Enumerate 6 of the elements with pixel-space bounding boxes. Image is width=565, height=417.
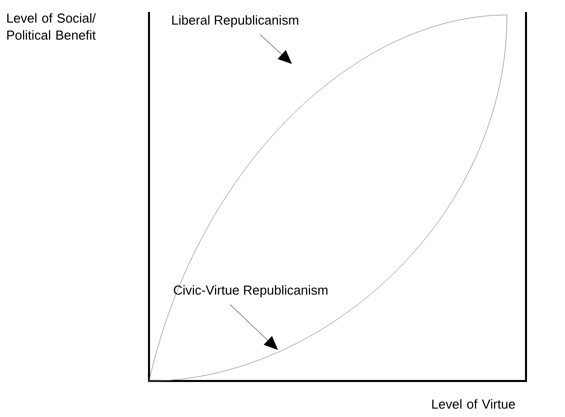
axis-label: Level of Social/ Political Benefit	[7, 13, 96, 40]
curve-label: Liberal Republicanism	[172, 15, 298, 28]
curve-label: Civic-Virtue Republicanism	[174, 285, 328, 298]
leader-line	[230, 304, 278, 350]
axis-label: Level of Virtue	[432, 399, 515, 409]
leader-line	[260, 34, 292, 64]
